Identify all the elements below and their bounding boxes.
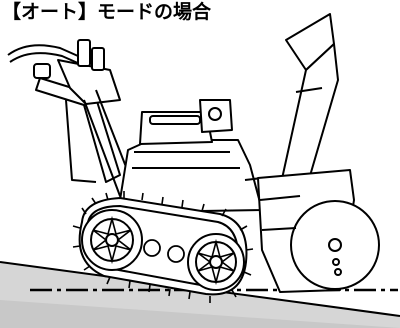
idler-wheel [143,239,185,263]
figure-caption: 【オート】モードの場合 [2,1,212,23]
slope-ground [0,261,400,328]
rear-wheel [81,209,143,271]
auger-housing [257,169,380,293]
handlebar [7,39,136,197]
front-wheel [187,233,245,291]
